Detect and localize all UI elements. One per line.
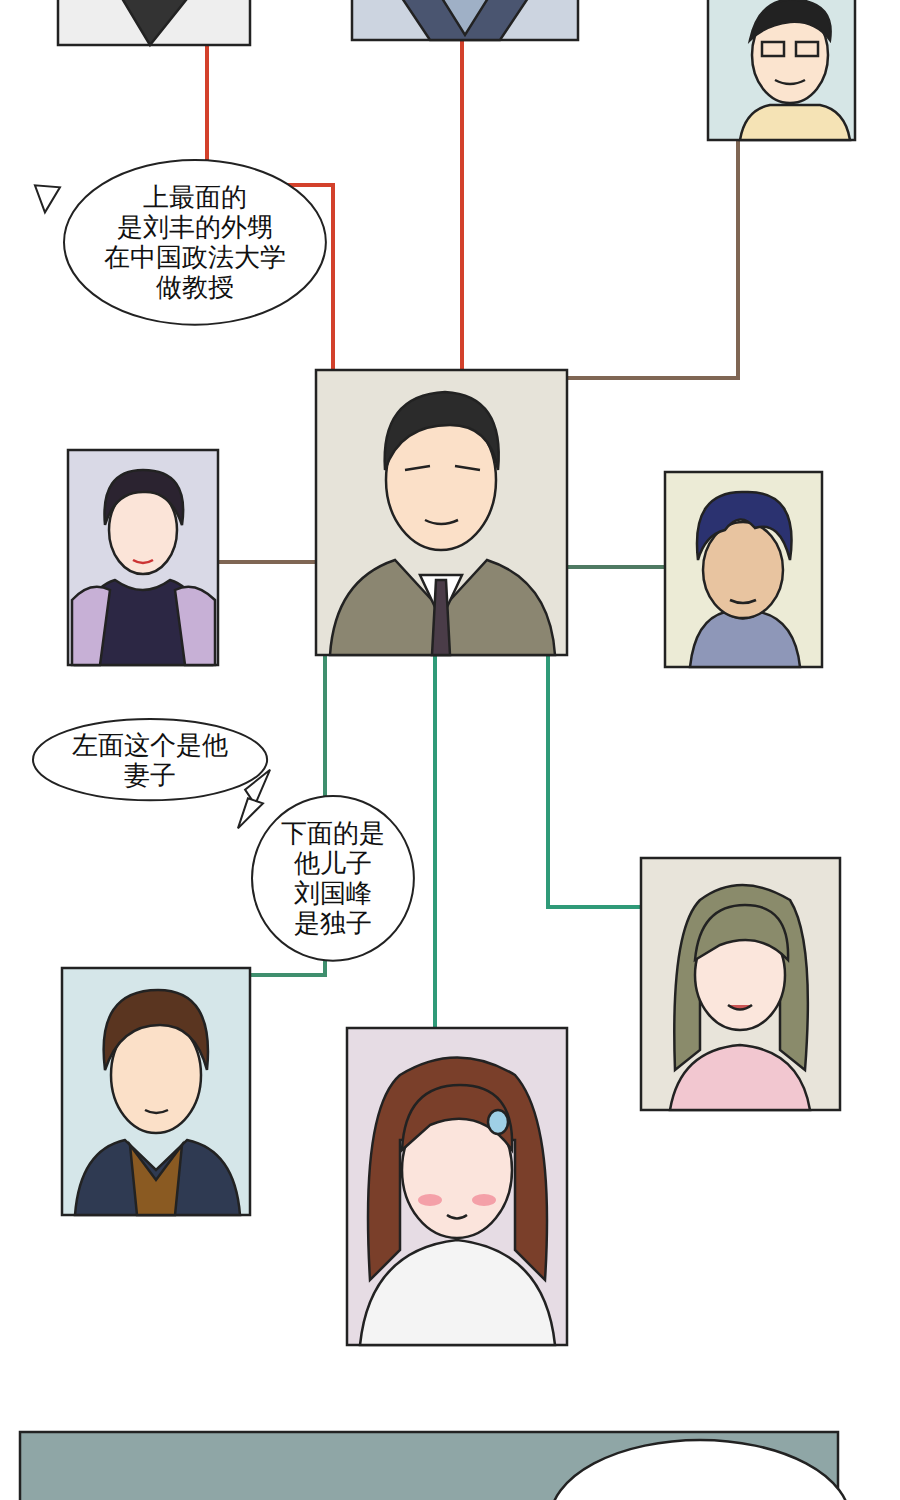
bubble-text: 上最面的 是刘丰的外甥 在中国政法大学 做教授 bbox=[100, 182, 290, 302]
bubble-text: 下面的是 他儿子 刘国峰 是独子 bbox=[274, 818, 392, 938]
speech-bubble: 下面的是 他儿子 刘国峰 是独子 bbox=[251, 795, 415, 962]
speech-bubble: 上最面的 是刘丰的外甥 在中国政法大学 做教授 bbox=[63, 159, 327, 326]
speech-bubble: 左面这个是他 妻子 bbox=[32, 718, 268, 801]
bubble-text: 左面这个是他 妻子 bbox=[65, 730, 235, 790]
